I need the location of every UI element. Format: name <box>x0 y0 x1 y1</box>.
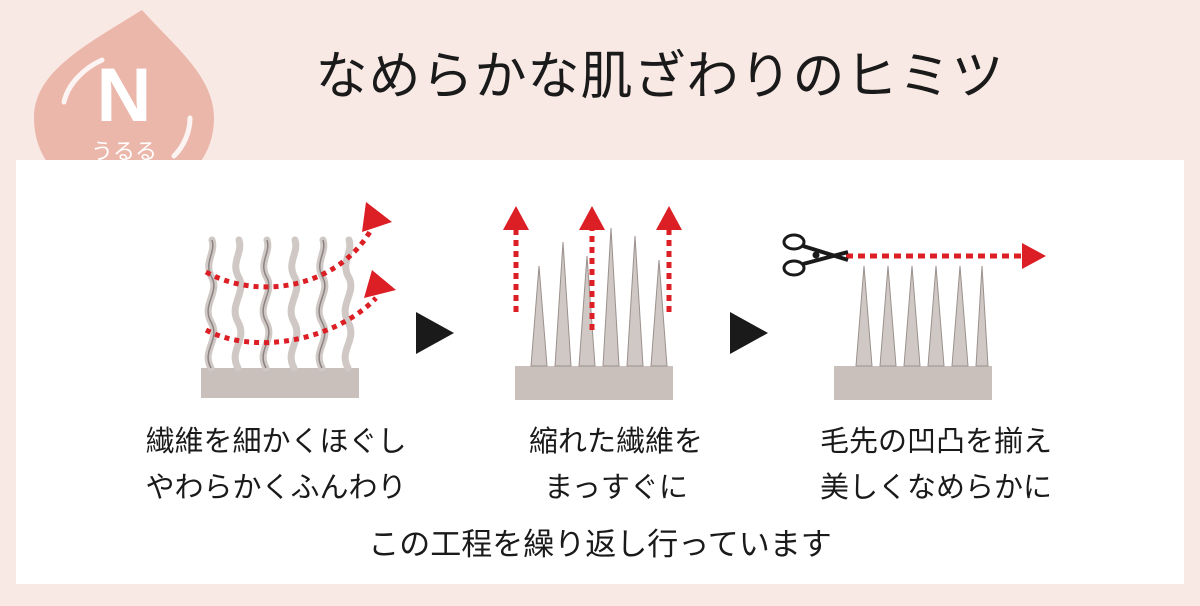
badge-subtitle: うるる <box>90 140 157 165</box>
fiber-base <box>834 366 992 400</box>
step1-line1: 繊維を細かくほぐし <box>145 424 407 458</box>
step2-line2: まっすぐに <box>544 470 688 504</box>
arrow-head-right <box>1022 243 1046 269</box>
dotted-arrow-icon <box>204 228 378 346</box>
arrow-head-3 <box>656 206 682 230</box>
step3-line1: 毛先の凹凸を揃え <box>819 424 1052 458</box>
badge: N うるる <box>24 6 224 202</box>
water-drop-icon <box>34 10 214 198</box>
dotted-arrow-icon <box>513 230 672 330</box>
step2-figure <box>503 206 682 400</box>
badge-letter: N <box>96 53 152 138</box>
arrow-head-1 <box>503 206 529 230</box>
fiber-base <box>515 366 673 400</box>
page-title: なめらかな肌ざわりのヒミツ <box>315 47 1005 107</box>
play-arrow-icon <box>730 312 768 354</box>
fiber-base <box>201 368 359 398</box>
footer-note: この工程を繰り返し行っています <box>368 527 832 563</box>
arrow-head-2 <box>579 206 605 230</box>
step1-figure <box>201 202 396 398</box>
scissors-icon <box>782 233 849 277</box>
arrow-head-lower <box>364 270 396 298</box>
content-panel: 繊維を細かくほぐし やわらかくふんわり 縮れた繊維を まっすぐに 毛先の凹凸を揃… <box>16 160 1184 584</box>
wavy-fibers <box>204 236 355 372</box>
step3-caption: 毛先の凹凸を揃え 美しくなめらかに <box>786 418 1086 510</box>
step1-caption: 繊維を細かくほぐし やわらかくふんわり <box>126 418 426 510</box>
arrow-head-upper <box>362 202 392 232</box>
play-arrow-icon <box>416 312 454 354</box>
step2-line1: 縮れた繊維を <box>528 424 703 458</box>
step1-line2: やわらかくふんわり <box>145 470 407 504</box>
trimmed-fibers <box>855 265 989 367</box>
step3-figure <box>782 233 1046 400</box>
straight-fibers <box>530 227 668 367</box>
step2-caption: 縮れた繊維を まっすぐに <box>466 418 766 510</box>
step3-line2: 美しくなめらかに <box>819 470 1052 504</box>
